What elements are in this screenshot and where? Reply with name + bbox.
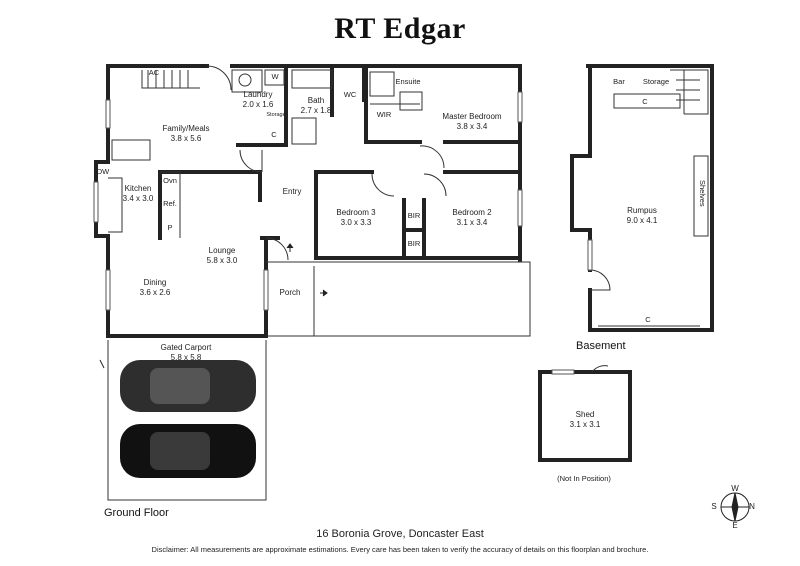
- kitchen-cabinet: [160, 171, 181, 238]
- label-w: W: [271, 72, 279, 81]
- wall-basement: [570, 64, 714, 332]
- label-not-in-position: (Not In Position): [557, 474, 611, 483]
- door-swing-shed: [591, 365, 609, 373]
- basement-bar: [613, 93, 681, 109]
- ensuite-vanity: [399, 91, 423, 111]
- door-swing-entry: [239, 149, 263, 173]
- wall-bath-bottom: [236, 118, 288, 147]
- door-swing-bed3: [371, 173, 395, 197]
- wall-bir-block: [402, 198, 426, 260]
- label-entry: Entry: [282, 187, 302, 196]
- window-dining: [105, 269, 111, 311]
- window-master: [517, 91, 523, 123]
- window-shed: [551, 369, 575, 375]
- door-swing-basement: [589, 269, 611, 291]
- section-basement: Basement: [576, 340, 626, 352]
- label-wir: WIR: [376, 110, 392, 119]
- wall-shed: [538, 370, 632, 462]
- arrow-entry: [286, 243, 294, 252]
- shower: [291, 117, 317, 145]
- disclaimer-text: Disclaimer: All measurements are approxi…: [151, 545, 649, 554]
- door-swing-hall: [419, 145, 445, 169]
- label-p: P: [167, 223, 173, 232]
- door-swing-bed2: [423, 173, 447, 197]
- label-bar: Bar: [613, 77, 625, 86]
- label-bir-1: BIR: [407, 211, 421, 220]
- wall-north-main: [106, 64, 522, 92]
- window-bed2: [517, 189, 523, 227]
- label-ensuite: Ensuite: [395, 77, 421, 86]
- label-shelves: Shelves: [698, 180, 707, 207]
- arrow-carport: [99, 359, 105, 369]
- label-ac: AC: [148, 68, 160, 77]
- car-top: [120, 360, 256, 412]
- bath-tub: [291, 69, 333, 89]
- door-swing-front: [265, 237, 289, 261]
- shelves-unit: [693, 155, 709, 237]
- door-swing-family: [206, 65, 232, 91]
- label-ref: Ref.: [163, 199, 177, 208]
- brand-logo: RT Edgar: [334, 12, 466, 45]
- kitchen-island: [111, 139, 151, 161]
- label-ovn: Ovn: [163, 176, 177, 185]
- compass-n-label: N: [749, 502, 755, 511]
- compass-s-label: S: [711, 502, 717, 511]
- stairs-family: [141, 70, 200, 89]
- label-c-laundry: C: [271, 130, 277, 139]
- compass-e-label: E: [732, 521, 738, 530]
- label-c-basement-top: C: [642, 97, 648, 106]
- window-lounge: [263, 269, 269, 311]
- label-wc: WC: [343, 90, 357, 99]
- label-c-basement-bottom: C: [645, 315, 651, 324]
- car-bottom: [120, 424, 256, 478]
- ensuite-shower: [369, 71, 395, 97]
- deck-outline: [266, 261, 531, 337]
- label-bir-2: BIR: [407, 239, 421, 248]
- basement-stairs: [670, 69, 709, 115]
- label-storage-laundry: Storage: [266, 112, 286, 118]
- label-porch: Porch: [279, 288, 301, 297]
- arrow-porch: [320, 289, 328, 297]
- window-basement: [587, 239, 593, 271]
- label-storage-basement: Storage: [642, 77, 670, 86]
- laundry-fixtures: [231, 69, 285, 93]
- carport-outline: [107, 340, 267, 501]
- property-address: 16 Boronia Grove, Doncaster East: [316, 528, 484, 540]
- label-dw: DW: [96, 167, 110, 176]
- window-family: [105, 99, 111, 129]
- compass-icon: [720, 492, 750, 522]
- wall-west-dining: [106, 260, 268, 338]
- section-ground-floor: Ground Floor: [104, 507, 169, 519]
- compass-w-label: W: [731, 484, 739, 493]
- window-kitchen: [93, 181, 99, 223]
- kitchen-bench: [108, 177, 123, 233]
